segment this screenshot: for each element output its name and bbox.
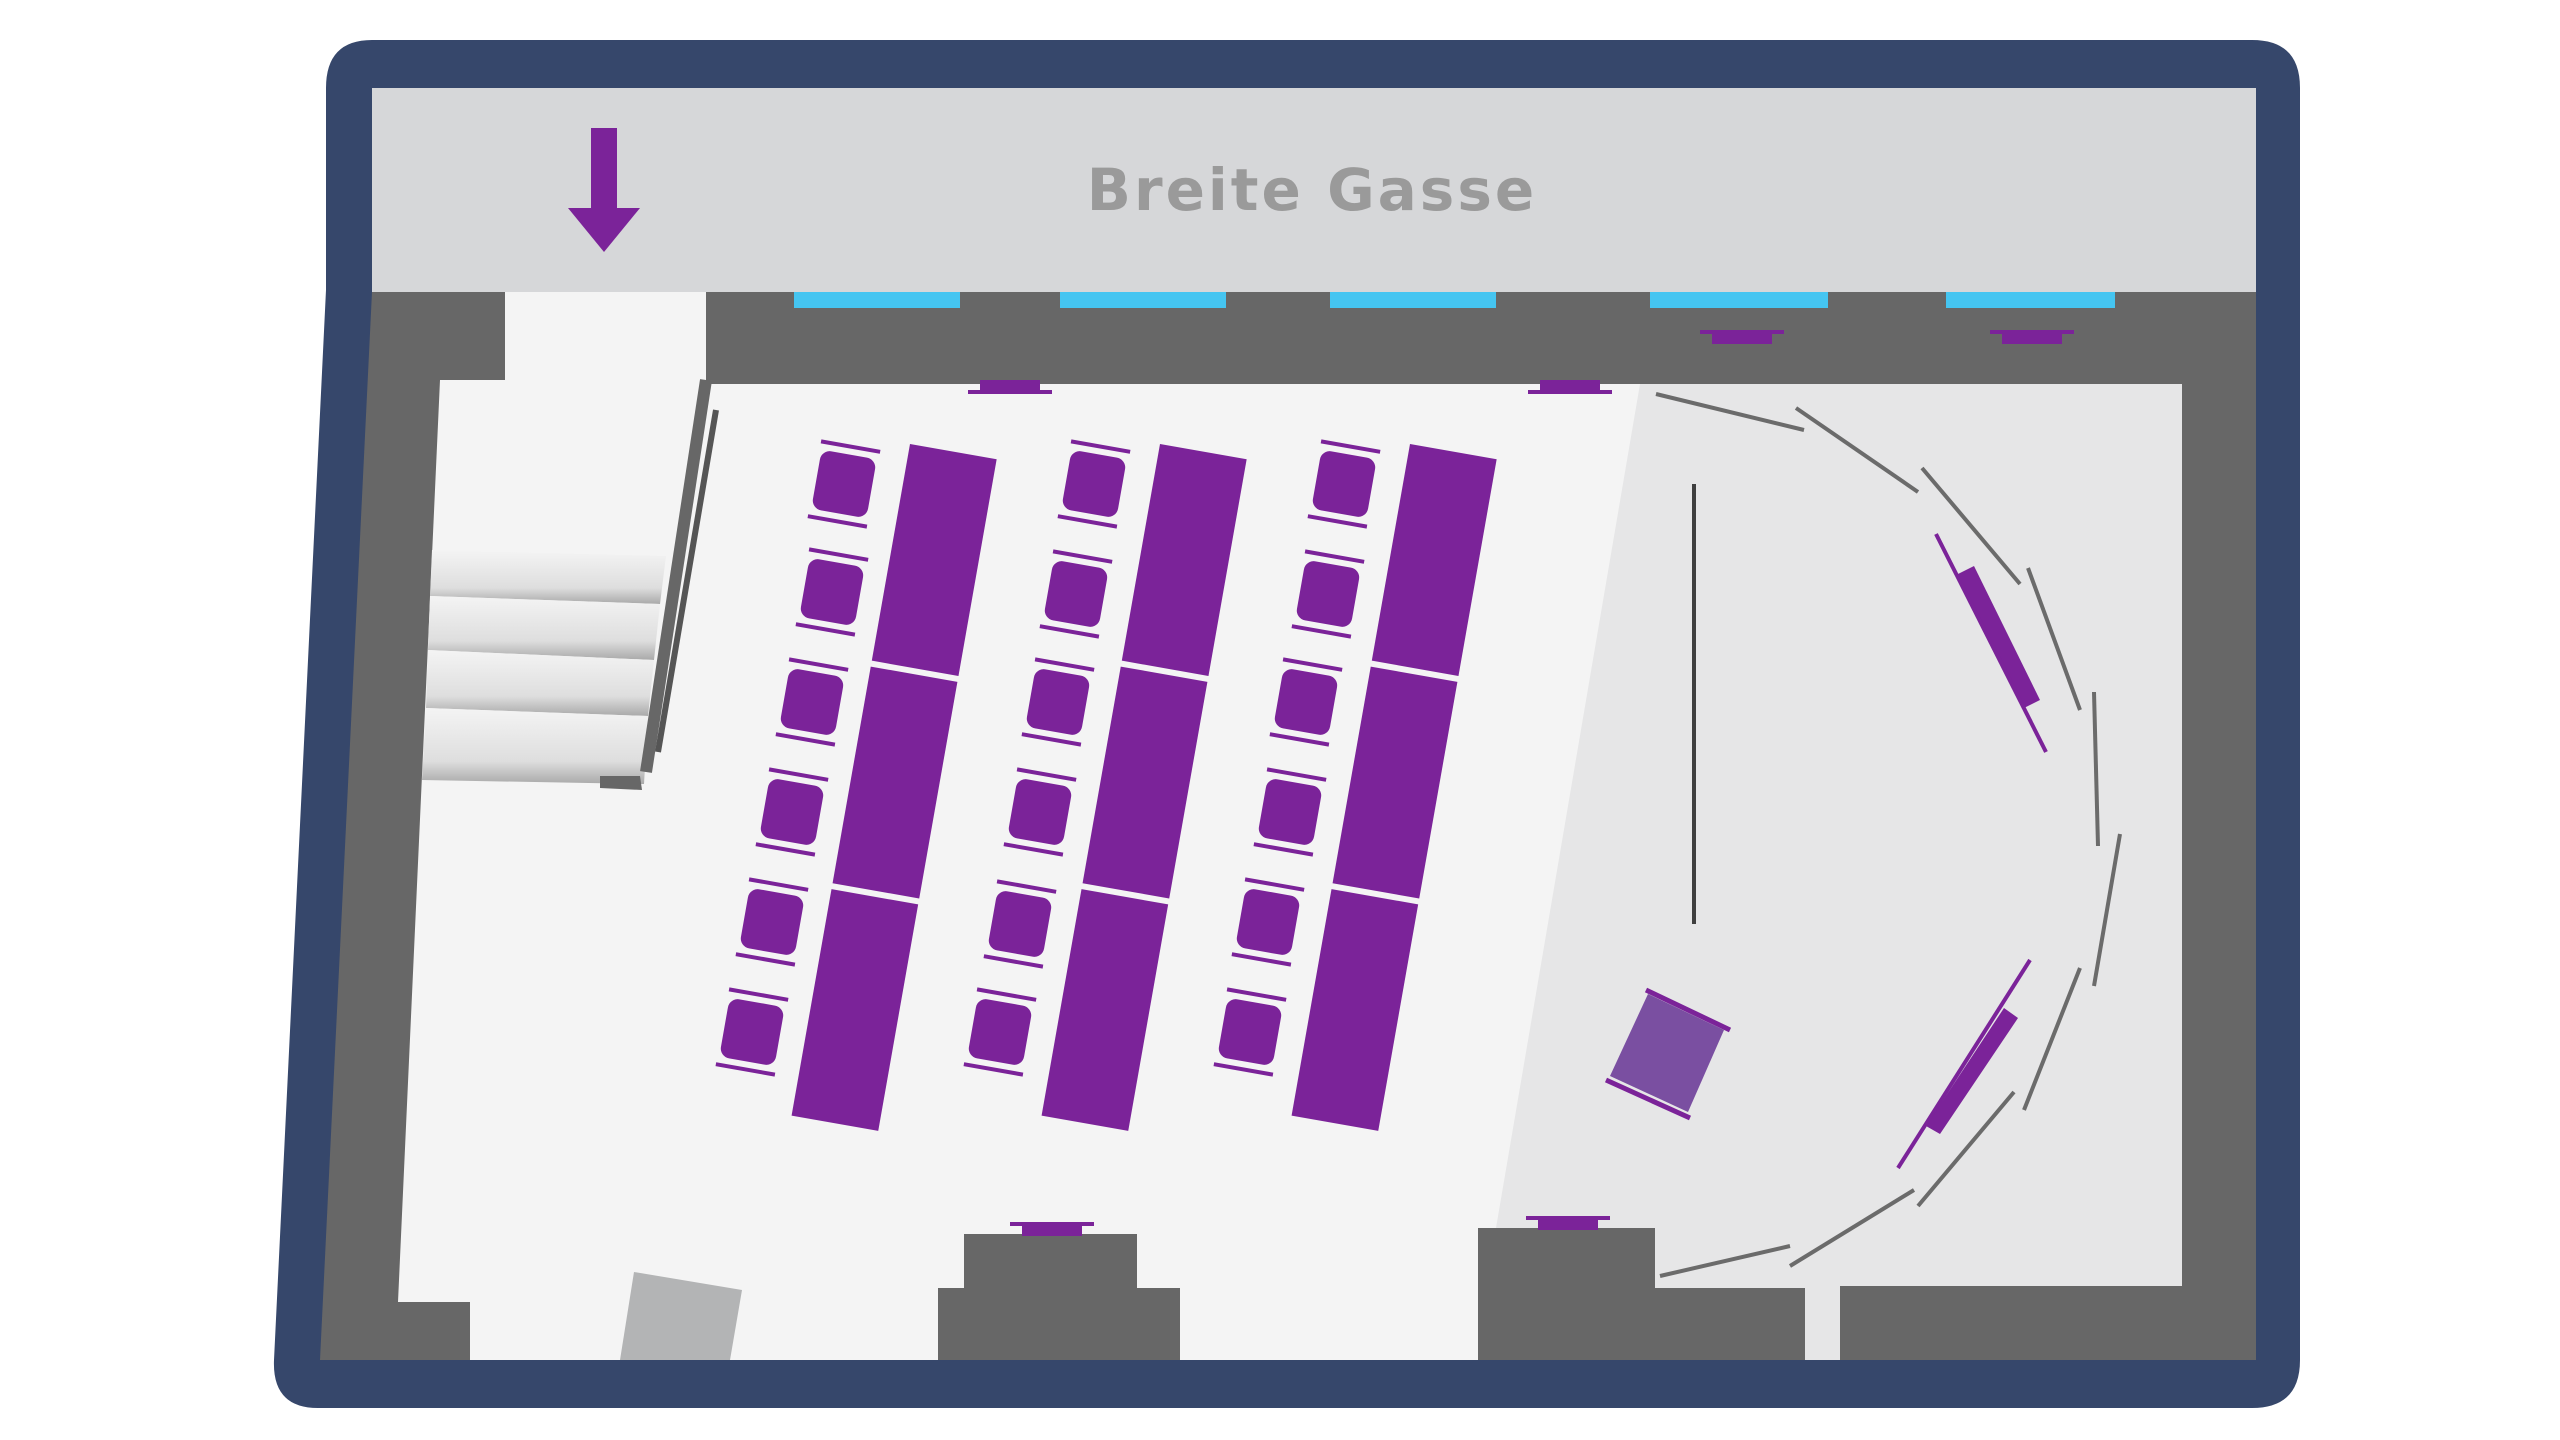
chair bbox=[1057, 439, 1131, 529]
chair-column bbox=[1213, 439, 1381, 1077]
chair bbox=[1003, 767, 1077, 857]
chair bbox=[775, 657, 849, 747]
wall-block bbox=[1912, 1288, 2182, 1360]
arrow-down-icon bbox=[568, 128, 640, 252]
chair bbox=[735, 877, 809, 967]
chair bbox=[1269, 657, 1343, 747]
wall-pillar bbox=[1496, 292, 1650, 384]
podium bbox=[1604, 987, 1732, 1121]
staircase bbox=[422, 379, 719, 790]
table-column bbox=[791, 444, 997, 1131]
chair-column bbox=[963, 439, 1131, 1077]
stage-panel bbox=[1896, 958, 2032, 1170]
window bbox=[1650, 292, 1828, 308]
chair bbox=[1291, 549, 1365, 639]
chair bbox=[1039, 549, 1113, 639]
table bbox=[832, 666, 958, 899]
chair bbox=[755, 767, 829, 857]
table bbox=[1041, 889, 1169, 1131]
table bbox=[1332, 666, 1458, 899]
radiator bbox=[1526, 1216, 1610, 1230]
chair bbox=[807, 439, 881, 529]
stairs-block bbox=[620, 1272, 742, 1360]
chair bbox=[1307, 439, 1381, 529]
table-column bbox=[1041, 444, 1247, 1131]
stage-panel bbox=[1934, 533, 2048, 753]
table bbox=[791, 889, 919, 1131]
chair bbox=[795, 547, 869, 637]
window bbox=[794, 292, 960, 308]
chair bbox=[1253, 767, 1327, 857]
radiator bbox=[1010, 1222, 1094, 1236]
wall-pillar bbox=[960, 292, 1060, 384]
street-area bbox=[372, 88, 2256, 292]
window bbox=[1060, 292, 1226, 308]
table-column bbox=[1291, 444, 1497, 1131]
wall-block bbox=[938, 1288, 1180, 1360]
table bbox=[1291, 889, 1419, 1131]
radiator bbox=[1990, 330, 2074, 344]
window bbox=[1330, 292, 1496, 308]
wall-block bbox=[964, 1234, 1137, 1290]
table bbox=[1371, 444, 1497, 676]
radiator bbox=[1700, 330, 1784, 344]
curved-partition bbox=[1655, 392, 2122, 1278]
chair bbox=[963, 987, 1037, 1077]
wall-pillar bbox=[1226, 292, 1330, 384]
chair bbox=[1213, 987, 1287, 1077]
stage-floor bbox=[1496, 384, 2182, 1360]
chair-column bbox=[715, 439, 881, 1077]
radiator bbox=[1528, 380, 1612, 394]
chair bbox=[983, 879, 1057, 969]
wall-pillar bbox=[1828, 292, 1946, 384]
wall-block bbox=[398, 1302, 470, 1360]
chair bbox=[715, 987, 789, 1077]
wall-pillar bbox=[706, 292, 794, 384]
radiator bbox=[968, 380, 1052, 394]
street-label: Breite Gasse bbox=[1087, 156, 1537, 224]
wall-block bbox=[1655, 1288, 1805, 1360]
table bbox=[1082, 666, 1208, 899]
wall-pillar bbox=[2115, 292, 2256, 384]
wall-block bbox=[1478, 1228, 1655, 1360]
table bbox=[1121, 444, 1247, 676]
chair bbox=[1231, 877, 1305, 967]
window bbox=[1946, 292, 2115, 308]
table bbox=[871, 444, 997, 676]
chair bbox=[1021, 657, 1095, 747]
